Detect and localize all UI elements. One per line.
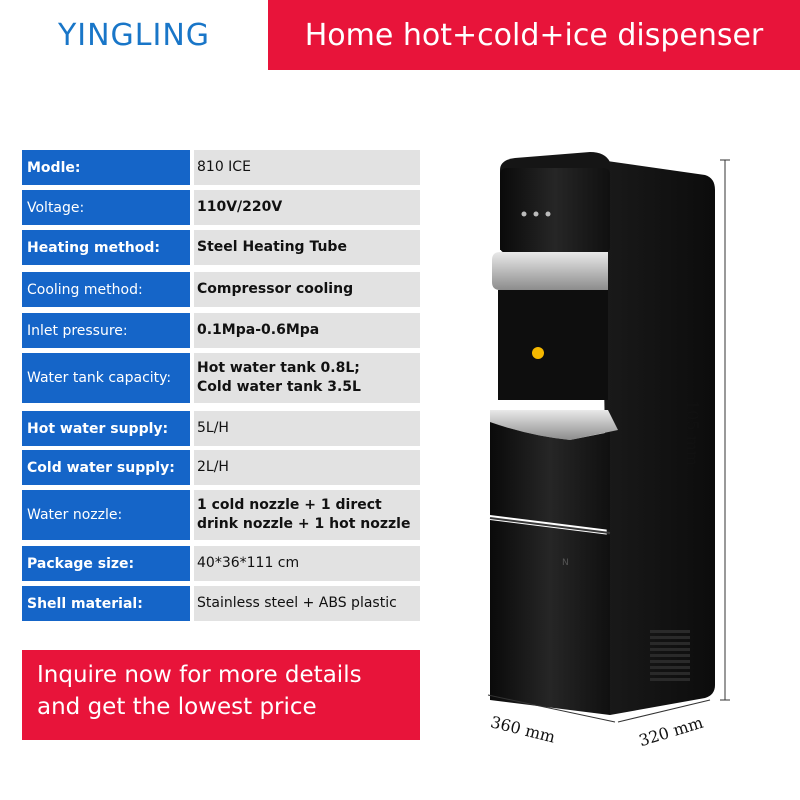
spec-row-voltage: Voltage: 110V/220V	[22, 190, 420, 225]
cta-line-1: Inquire now for more details	[37, 662, 362, 688]
spec-value: 110V/220V	[194, 190, 420, 225]
spec-label: Cold water supply:	[22, 450, 190, 485]
spec-row-cooling: Cooling method: Compressor cooling	[22, 272, 420, 307]
spec-row-cold-supply: Cold water supply: 2L/H	[22, 450, 420, 485]
spec-row-tank: Water tank capacity: Hot water tank 0.8L…	[22, 353, 420, 403]
cta-line-2: and get the lowest price	[37, 694, 317, 720]
brand-logo-text: YINGLING	[57, 17, 211, 53]
spec-value: Steel Heating Tube	[194, 230, 420, 265]
dispenser-illustration: N	[487, 152, 730, 723]
spec-value: 1 cold nozzle + 1 direct drink nozzle + …	[194, 490, 420, 540]
spec-value: 0.1Mpa-0.6Mpa	[194, 313, 420, 348]
spec-label: Voltage:	[22, 190, 190, 225]
spec-value: Stainless steel + ABS plastic	[194, 586, 420, 621]
spec-value: 2L/H	[194, 450, 420, 485]
spec-value: 40*36*111 cm	[194, 546, 420, 581]
spec-row-hot-supply: Hot water supply: 5L/H	[22, 411, 420, 446]
header: YINGLING Home hot+cold+ice dispenser	[0, 0, 800, 70]
spec-row-nozzle: Water nozzle: 1 cold nozzle + 1 direct d…	[22, 490, 420, 540]
spec-row-model: Modle: 810 ICE	[22, 150, 420, 185]
spec-label: Package size:	[22, 546, 190, 581]
spec-value-line: Hot water tank 0.8L;	[197, 360, 360, 376]
spec-row-heating: Heating method: Steel Heating Tube	[22, 230, 420, 265]
inquire-banner[interactable]: Inquire now for more details and get the…	[22, 650, 420, 740]
spec-value-line: 1 cold nozzle + 1 direct	[197, 497, 382, 513]
spec-label: Shell material:	[22, 586, 190, 621]
title-bar: Home hot+cold+ice dispenser	[268, 0, 800, 70]
spec-value: Compressor cooling	[194, 272, 420, 307]
spec-label: Inlet pressure:	[22, 313, 190, 348]
spec-row-package: Package size: 40*36*111 cm	[22, 546, 420, 581]
brand-logo[interactable]: YINGLING	[0, 0, 268, 70]
spec-value: 810 ICE	[194, 150, 420, 185]
page-title: Home hot+cold+ice dispenser	[304, 17, 764, 53]
spec-label: Cooling method:	[22, 272, 190, 307]
spec-label: Modle:	[22, 150, 190, 185]
spec-row-pressure: Inlet pressure: 0.1Mpa-0.6Mpa	[22, 313, 420, 348]
spec-value-line: drink nozzle + 1 hot nozzle	[197, 516, 411, 532]
svg-text:N: N	[562, 558, 569, 568]
spec-value: Hot water tank 0.8L; Cold water tank 3.5…	[194, 353, 420, 403]
spec-label: Heating method:	[22, 230, 190, 265]
spec-label: Water nozzle:	[22, 490, 190, 540]
spec-row-shell: Shell material: Stainless steel + ABS pl…	[22, 586, 420, 621]
spec-value: 5L/H	[194, 411, 420, 446]
spec-label: Hot water supply:	[22, 411, 190, 446]
spec-value-line: Cold water tank 3.5L	[197, 379, 361, 395]
product-image: N 105 mm 360 mm 320 mm	[470, 140, 800, 760]
spec-label: Water tank capacity:	[22, 353, 190, 403]
height-dimension: 105 mm	[683, 400, 702, 466]
